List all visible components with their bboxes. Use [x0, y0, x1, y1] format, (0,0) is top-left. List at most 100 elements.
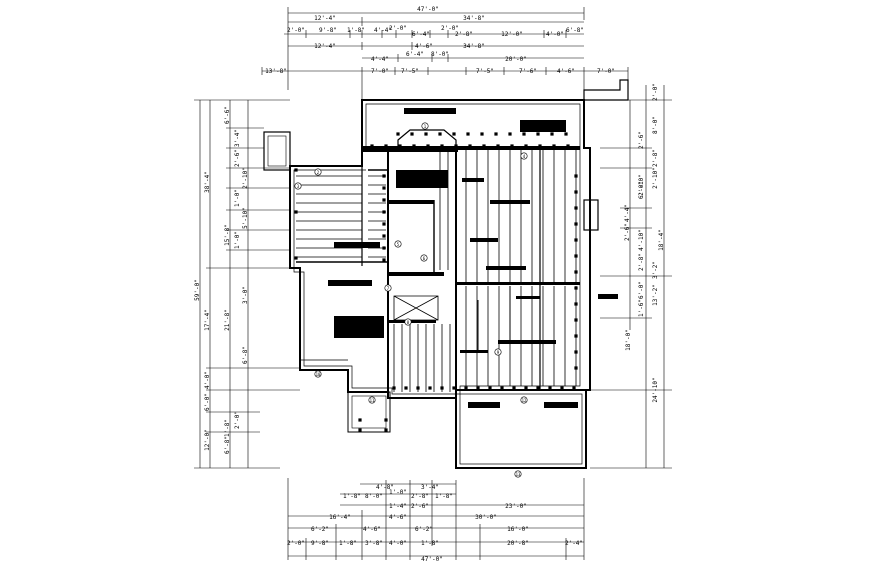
- dim-label: 3'-4": [234, 129, 241, 147]
- dim-label: 2'-0": [287, 27, 305, 34]
- dim-label: 4'-10": [638, 229, 645, 251]
- post-marker: [424, 132, 428, 136]
- post-marker: [574, 222, 578, 226]
- svg-text:6: 6: [423, 256, 426, 261]
- post-marker: [564, 132, 568, 136]
- dim-label: 4'-0": [546, 31, 564, 38]
- dim-label: 4'-4": [371, 56, 389, 63]
- marker: 5: [394, 240, 402, 248]
- post-marker: [382, 222, 386, 226]
- marker: 2: [314, 168, 322, 176]
- post-marker: [382, 234, 386, 238]
- post-marker: [500, 386, 504, 390]
- marker: 4: [520, 152, 528, 160]
- post-marker: [480, 132, 484, 136]
- marker: 11: [368, 396, 376, 404]
- dim-label: 9'-8": [311, 540, 329, 547]
- dim-label: 38'-4": [204, 171, 211, 193]
- svg-text:8: 8: [407, 320, 410, 325]
- dim-label: 6'-2": [415, 526, 433, 533]
- dim-label: 13'-8": [265, 68, 287, 75]
- dim-label: 2'-10": [638, 174, 645, 196]
- marker: 3: [294, 182, 302, 190]
- post-marker: [522, 132, 526, 136]
- plan-outline: [263, 79, 629, 469]
- post-marker: [358, 418, 362, 422]
- post-marker: [574, 318, 578, 322]
- post-marker: [496, 144, 500, 148]
- dim-label: 20'-8": [507, 540, 529, 547]
- post-marker: [384, 418, 388, 422]
- dim-label: 2'-0": [287, 540, 305, 547]
- dim-label: 24'-10": [652, 377, 659, 402]
- post-marker: [438, 132, 442, 136]
- dim-label: 1'-0": [234, 231, 241, 249]
- svg-text:1: 1: [424, 124, 427, 129]
- dim-label: 6'-8": [566, 27, 584, 34]
- dim-label: 4'-4": [624, 204, 631, 222]
- dim-label: 1'-0": [234, 189, 241, 207]
- dim-label: 18'-0": [625, 329, 632, 351]
- svg-text:7: 7: [387, 286, 390, 291]
- dim-label: 1'-8": [343, 493, 361, 500]
- post-marker: [508, 132, 512, 136]
- left-dimension-chains: [194, 99, 300, 469]
- post-marker: [440, 144, 444, 148]
- post-marker: [524, 386, 528, 390]
- dim-label: 12'-4": [314, 43, 336, 50]
- right-dimension-chains: [586, 85, 672, 469]
- svg-text:2: 2: [317, 170, 320, 175]
- post-marker: [466, 132, 470, 136]
- dim-label: 4'-6": [363, 526, 381, 533]
- dim-label: 2'-10": [652, 167, 659, 189]
- dim-label: 2'-0": [652, 83, 659, 101]
- marker: 6: [420, 254, 428, 262]
- post-marker: [468, 144, 472, 148]
- dim-label: 2'-8": [652, 149, 659, 167]
- marker: 1: [421, 122, 429, 130]
- dim-label: 2'-6": [624, 223, 631, 241]
- dim-label: 7'-5": [476, 68, 494, 75]
- post-marker: [574, 238, 578, 242]
- marker: 9: [494, 348, 502, 356]
- dim-label: 16'-0": [507, 526, 529, 533]
- post-marker: [382, 210, 386, 214]
- post-marker: [550, 132, 554, 136]
- dim-label: 23'-0": [505, 503, 527, 510]
- post-marker: [574, 286, 578, 290]
- bottom-dimension-chains: [287, 478, 585, 560]
- dim-label: 4'-8": [376, 484, 394, 491]
- dim-label: 17'-4": [204, 309, 211, 331]
- post-marker: [382, 258, 386, 262]
- post-marker: [294, 168, 298, 172]
- dim-label: 6'-0": [638, 181, 645, 199]
- svg-text:13: 13: [516, 472, 521, 477]
- dim-label: 30'-0": [475, 514, 497, 521]
- dim-label: 6'-0": [638, 281, 645, 299]
- dim-label: 34'-8": [463, 43, 485, 50]
- marker: 10: [314, 370, 322, 378]
- marker: 13: [514, 470, 522, 478]
- stair-opening: [393, 295, 439, 321]
- post-marker: [560, 386, 564, 390]
- post-marker: [416, 386, 420, 390]
- left-dimension-labels: 59'-0" 38'-4" 21'-8" 17'-4" 4'-0" 6'-0" …: [194, 106, 249, 454]
- dim-label: 4'-6": [389, 514, 407, 521]
- dim-label: 7'-5": [401, 68, 419, 75]
- dim-label: 3'-8": [365, 540, 383, 547]
- post-marker: [494, 132, 498, 136]
- post-marker: [574, 350, 578, 354]
- dim-label: 1'-8": [435, 493, 453, 500]
- dim-label: 1'-6": [638, 299, 645, 317]
- top-dimension-labels: 47'-0" 12'-4" 34'-8" 2'-0" 9'-8" 1'-8" 4…: [265, 6, 615, 75]
- marker: 7: [384, 284, 392, 292]
- post-marker: [358, 428, 362, 432]
- post-marker: [410, 132, 414, 136]
- marker: 8: [404, 318, 412, 326]
- svg-text:12: 12: [522, 398, 527, 403]
- post-marker: [382, 198, 386, 202]
- post-marker: [566, 144, 570, 148]
- marker: 12: [520, 396, 528, 404]
- post-marker: [464, 386, 468, 390]
